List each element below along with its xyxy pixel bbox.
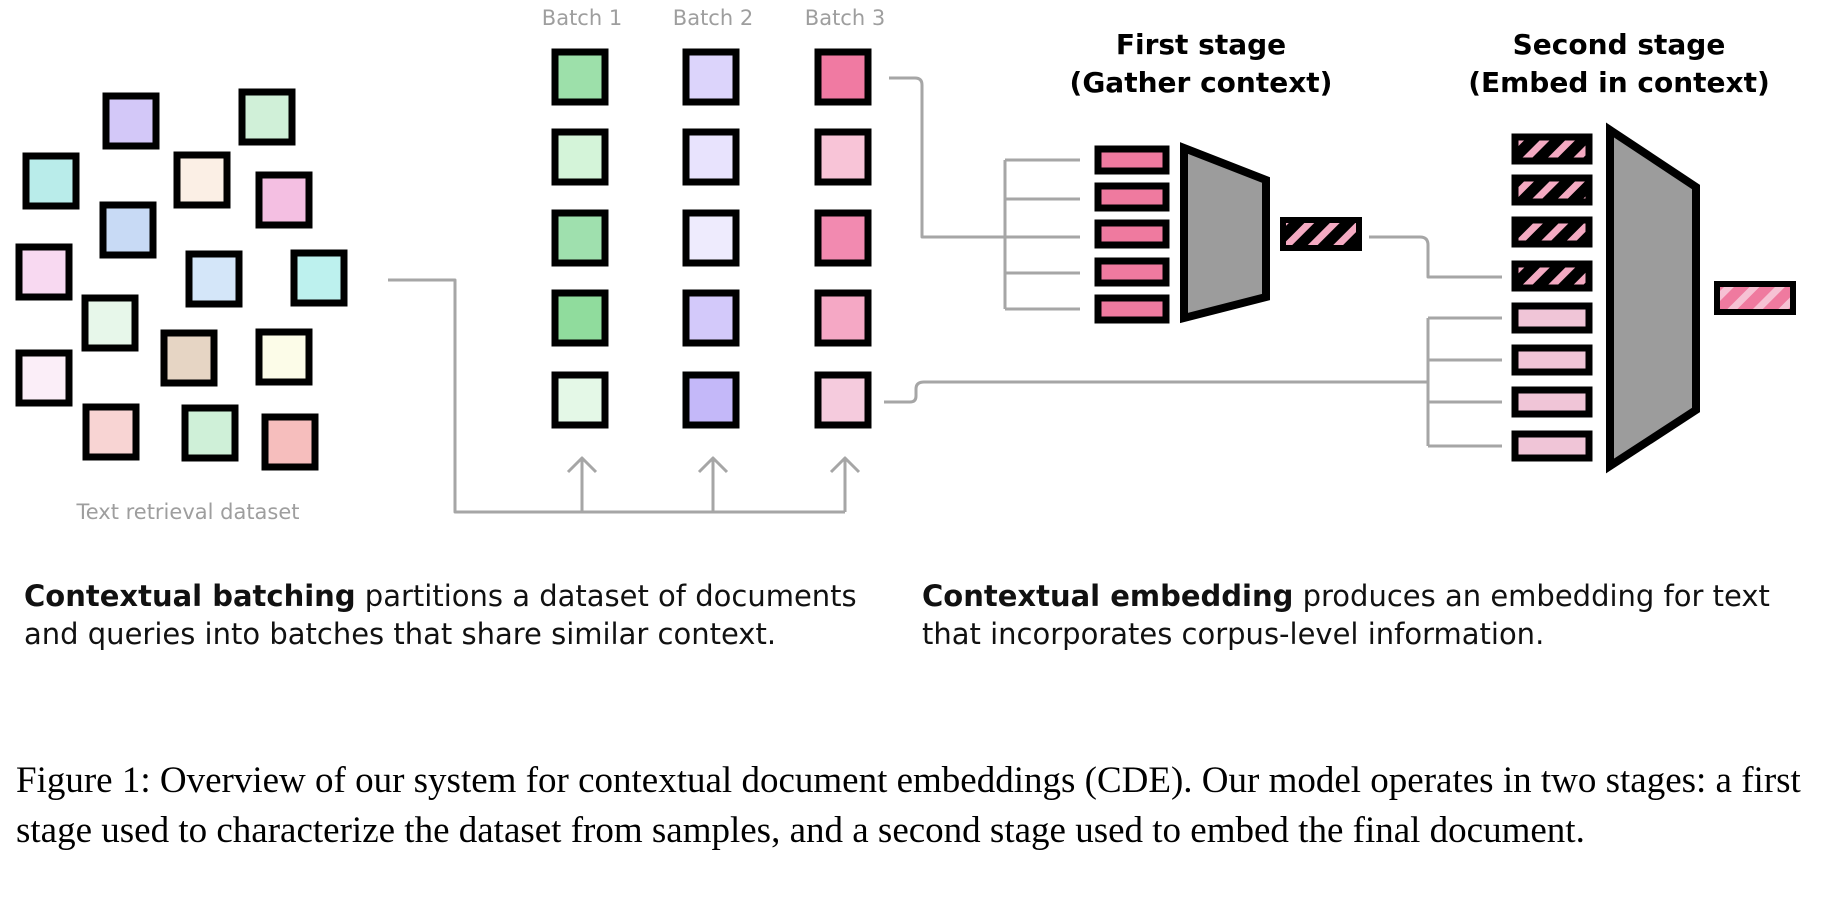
contextual-batching-caption: Contextual batching partitions a dataset… (24, 577, 884, 653)
batch-3-document-square (814, 48, 872, 106)
context-embedding-token (1511, 260, 1593, 292)
batch-3-document-square (814, 209, 872, 267)
first-stage-fanout (1003, 158, 1080, 311)
batch-2-document-square (682, 289, 740, 347)
context-embedding-connector (1369, 235, 1502, 279)
batch-1-document-square (551, 209, 609, 267)
dataset-document-square (290, 249, 348, 307)
dataset-document-square (81, 294, 139, 352)
batch-1-document-square (551, 289, 609, 347)
batch-3-arrow (829, 456, 861, 512)
batch-squares (551, 48, 872, 429)
document-query-token (1511, 386, 1593, 418)
batch-2-document-square (682, 128, 740, 186)
dataset-document-square (255, 171, 313, 229)
dataset-document-square (238, 88, 296, 146)
second-stage-encoder (1606, 122, 1700, 474)
first-stage-output-embedding (1280, 217, 1362, 251)
contextual-embedding-caption: Contextual embedding produces an embeddi… (922, 577, 1822, 653)
document-query-token (1511, 344, 1593, 376)
dataset-squares (15, 88, 348, 471)
dataset-document-square (15, 349, 73, 407)
batch-2-label: Batch 2 (673, 6, 753, 30)
context-document-token (1094, 294, 1170, 324)
dataset-document-square (82, 403, 140, 461)
dataset-document-square (255, 328, 313, 386)
batch-to-first-stage-connector (889, 76, 1005, 239)
context-embedding-token (1511, 133, 1593, 165)
contextual-batching-description: partitions a dataset of documents and qu… (24, 579, 857, 651)
batch-1-arrow (566, 456, 598, 512)
second-stage-fanout (1426, 316, 1502, 448)
context-document-token (1094, 182, 1170, 212)
query-connector (884, 380, 1428, 404)
batch-3-document-square (814, 371, 872, 429)
second-stage-title: Second stage (1513, 28, 1726, 61)
dataset-document-square (160, 329, 218, 387)
second-stage-tokens (1511, 133, 1593, 462)
dataset-document-square (185, 250, 243, 308)
context-embedding-token (1511, 174, 1593, 206)
document-query-token (1511, 302, 1593, 334)
dataset-document-square (173, 151, 231, 209)
batch-1-document-square (551, 128, 609, 186)
contextual-embedding-term: Contextual embedding (922, 579, 1294, 613)
context-document-token (1094, 219, 1170, 249)
dataset-to-batches-connector (388, 278, 845, 514)
dataset-label: Text retrieval dataset (75, 500, 299, 524)
batch-3-label: Batch 3 (805, 6, 885, 30)
contextual-embedding-description: produces an embedding for text that inco… (922, 579, 1770, 651)
first-stage-title: First stage (1116, 28, 1286, 61)
contextual-batching-term: Contextual batching (24, 579, 356, 613)
dataset-document-square (261, 413, 319, 471)
connector-lines (388, 76, 1502, 514)
batch-1-label: Batch 1 (542, 6, 622, 30)
first-stage-encoder (1180, 142, 1270, 324)
dataset-document-square (15, 243, 73, 301)
context-document-token (1094, 257, 1170, 287)
dataset-document-square (22, 152, 80, 210)
batch-2-document-square (682, 371, 740, 429)
context-document-token (1094, 145, 1170, 175)
batch-3-document-square (814, 128, 872, 186)
dataset-document-square (99, 201, 157, 259)
batch-2-arrow (697, 456, 729, 512)
batch-3-document-square (814, 289, 872, 347)
final-document-embedding (1714, 281, 1796, 315)
batch-2-document-square (682, 48, 740, 106)
batch-1-document-square (551, 371, 609, 429)
figure-caption: Figure 1: Overview of our system for con… (16, 760, 1801, 851)
context-embedding-token (1511, 216, 1593, 248)
document-query-token (1511, 430, 1593, 462)
dataset-document-square (102, 92, 160, 150)
dataset-document-square (181, 404, 239, 462)
batch-1-document-square (551, 48, 609, 106)
second-stage-subtitle: (Embed in context) (1468, 66, 1770, 99)
batch-2-document-square (682, 209, 740, 267)
first-stage-tokens (1094, 145, 1170, 324)
first-stage-subtitle: (Gather context) (1070, 66, 1333, 99)
